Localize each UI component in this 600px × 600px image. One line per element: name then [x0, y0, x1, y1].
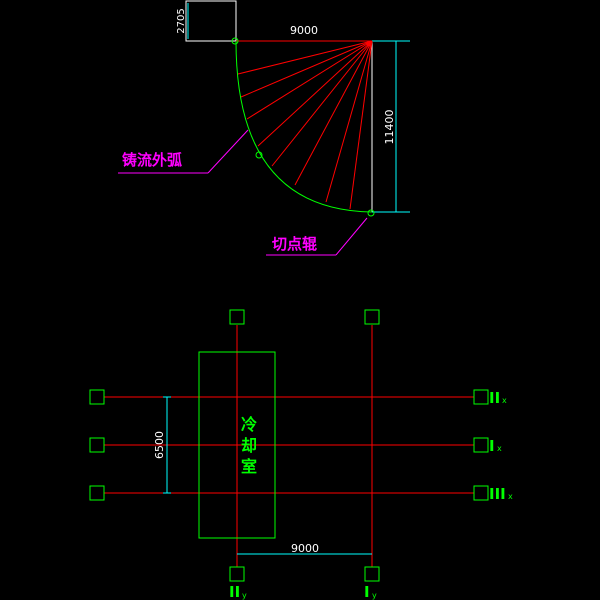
dim-9000-top-label: 9000 [290, 24, 318, 37]
axis-label-sub: x [502, 396, 507, 405]
axis-label-roman: III [489, 485, 506, 503]
dim-11400-label: 11400 [383, 110, 396, 145]
dim-2705-label: 2705 [176, 8, 187, 33]
radius-line [349, 40, 373, 210]
tangent-roller [367, 209, 375, 217]
radius-line [237, 40, 373, 75]
radius-lines [237, 40, 373, 210]
axis-box-right-IIIx [473, 485, 489, 501]
axis-label-roman: I [489, 437, 495, 455]
tangent-label-leader [335, 217, 368, 256]
axis-box-bottom-IIy [229, 566, 245, 582]
axis-box-left-Ix [89, 437, 105, 453]
cooling-chamber [198, 351, 276, 539]
axis-label-sub: x [497, 444, 502, 453]
arc-mid-roller [255, 151, 263, 159]
axis-label-IIy: II y [229, 583, 247, 600]
arc-center-point [366, 41, 372, 47]
axis-label-Ix: I x [489, 437, 502, 455]
axis-box-right-IIx [473, 389, 489, 405]
cooling-char-3: 室 [241, 457, 257, 476]
axis-label-sub: y [242, 591, 247, 600]
cooling-char-2: 却 [241, 436, 257, 455]
cooling-char-1: 冷 [241, 415, 257, 434]
axis-box-top-Iy [364, 309, 380, 325]
axis-label-IIx: II x [489, 389, 507, 407]
tangent-label: 切点辊 [272, 235, 317, 253]
dim-6500-label: 6500 [153, 431, 166, 459]
axis-label-Iy: I y [364, 583, 377, 600]
arc-label-leader [207, 129, 249, 174]
arc-label: 铸流外弧 [122, 151, 182, 169]
axis-label-roman: I [364, 583, 370, 600]
axis-label-roman: II [229, 583, 240, 600]
radius-line [246, 40, 373, 120]
dim-9000-bottom-label: 9000 [291, 542, 319, 555]
axis-label-IIIx: III x [489, 485, 513, 503]
radius-line [294, 40, 373, 186]
radius-line [271, 40, 373, 167]
axis-box-left-IIIx [89, 485, 105, 501]
radius-line [325, 40, 373, 203]
axis-box-bottom-Iy [364, 566, 380, 582]
radius-line [240, 40, 373, 98]
arc-diagram: 2705 9000 11400 [118, 0, 410, 256]
radius-line [257, 40, 373, 147]
axis-box-right-Ix [473, 437, 489, 453]
axis-box-top-IIy [229, 309, 245, 325]
axis-box-left-IIx [89, 389, 105, 405]
axis-label-roman: II [489, 389, 500, 407]
arc-start-roller [231, 37, 239, 45]
grid-diagram: II x I x III x II y I y 冷 却 室 6500 [89, 309, 513, 600]
axis-label-sub: y [372, 591, 377, 600]
axis-label-sub: x [508, 492, 513, 501]
outer-arc [235, 40, 373, 213]
